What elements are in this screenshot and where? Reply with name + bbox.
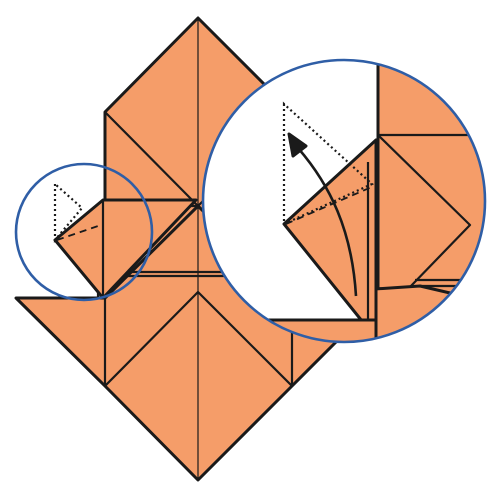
lower-bottom-left <box>15 297 106 387</box>
magnifier-ring <box>201 58 487 344</box>
small-dotted-triangle <box>53 181 84 244</box>
magnified-dotted-triangle <box>282 101 374 226</box>
magnified-detail <box>201 58 487 344</box>
small-dashed-fold-line <box>56 224 102 241</box>
lower-left-flap-edge <box>103 290 294 388</box>
fold-up-arrow-icon <box>297 147 358 297</box>
left-flap <box>53 198 198 300</box>
fold-arrow-head-icon <box>287 132 308 158</box>
focus-circle <box>14 162 154 302</box>
focus-circle-content <box>53 181 102 244</box>
magnified-dashed-fold-line <box>285 185 375 225</box>
magnified-lower-panel <box>358 284 482 342</box>
